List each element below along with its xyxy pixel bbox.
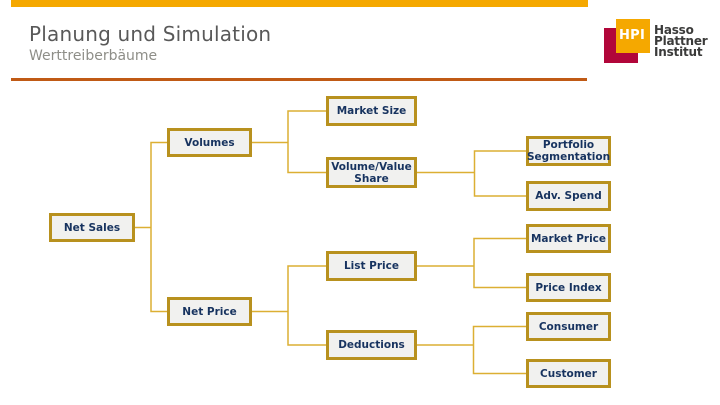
node-market-price: Market Price	[526, 224, 611, 253]
node-customer: Customer	[526, 359, 611, 388]
node-volume-value-share: Volume/Value Share	[326, 157, 417, 188]
connector-volume-value-share-children	[473, 150, 526, 197]
node-net-sales: Net Sales	[49, 213, 135, 242]
connector-net-price-children	[287, 265, 326, 346]
node-market-size: Market Size	[326, 96, 417, 126]
node-deductions: Deductions	[326, 330, 417, 360]
slide-title: Planung und Simulation	[29, 22, 272, 46]
connector-deductions-children	[472, 325, 526, 375]
node-volumes: Volumes	[167, 128, 252, 157]
hpi-wordmark-line-3: Institut	[654, 45, 703, 59]
connector-volumes-children	[287, 110, 326, 174]
connector-net-sales-children	[150, 141, 167, 313]
hpi-wordmark-line-1: Hasso	[654, 23, 694, 37]
node-portfolio-segmentation: Portfolio Segmentation	[526, 136, 611, 166]
connector-list-price-children	[473, 237, 526, 289]
hpi-logo-wordmark: Hasso Plattner Institut	[654, 23, 708, 59]
node-price-index: Price Index	[526, 273, 611, 302]
node-net-price: Net Price	[167, 297, 252, 326]
node-list-price: List Price	[326, 251, 417, 281]
top-accent-bar	[11, 0, 588, 7]
hpi-logo-abbr: HPI	[619, 27, 646, 43]
slide-subtitle: Werttreiberbäume	[29, 48, 158, 64]
header-divider-line	[11, 78, 587, 81]
hpi-wordmark-line-2: Plattner	[654, 34, 708, 48]
node-adv-spend: Adv. Spend	[526, 181, 611, 211]
node-consumer: Consumer	[526, 312, 611, 341]
hpi-logo-orange-square: HPI	[616, 19, 650, 53]
